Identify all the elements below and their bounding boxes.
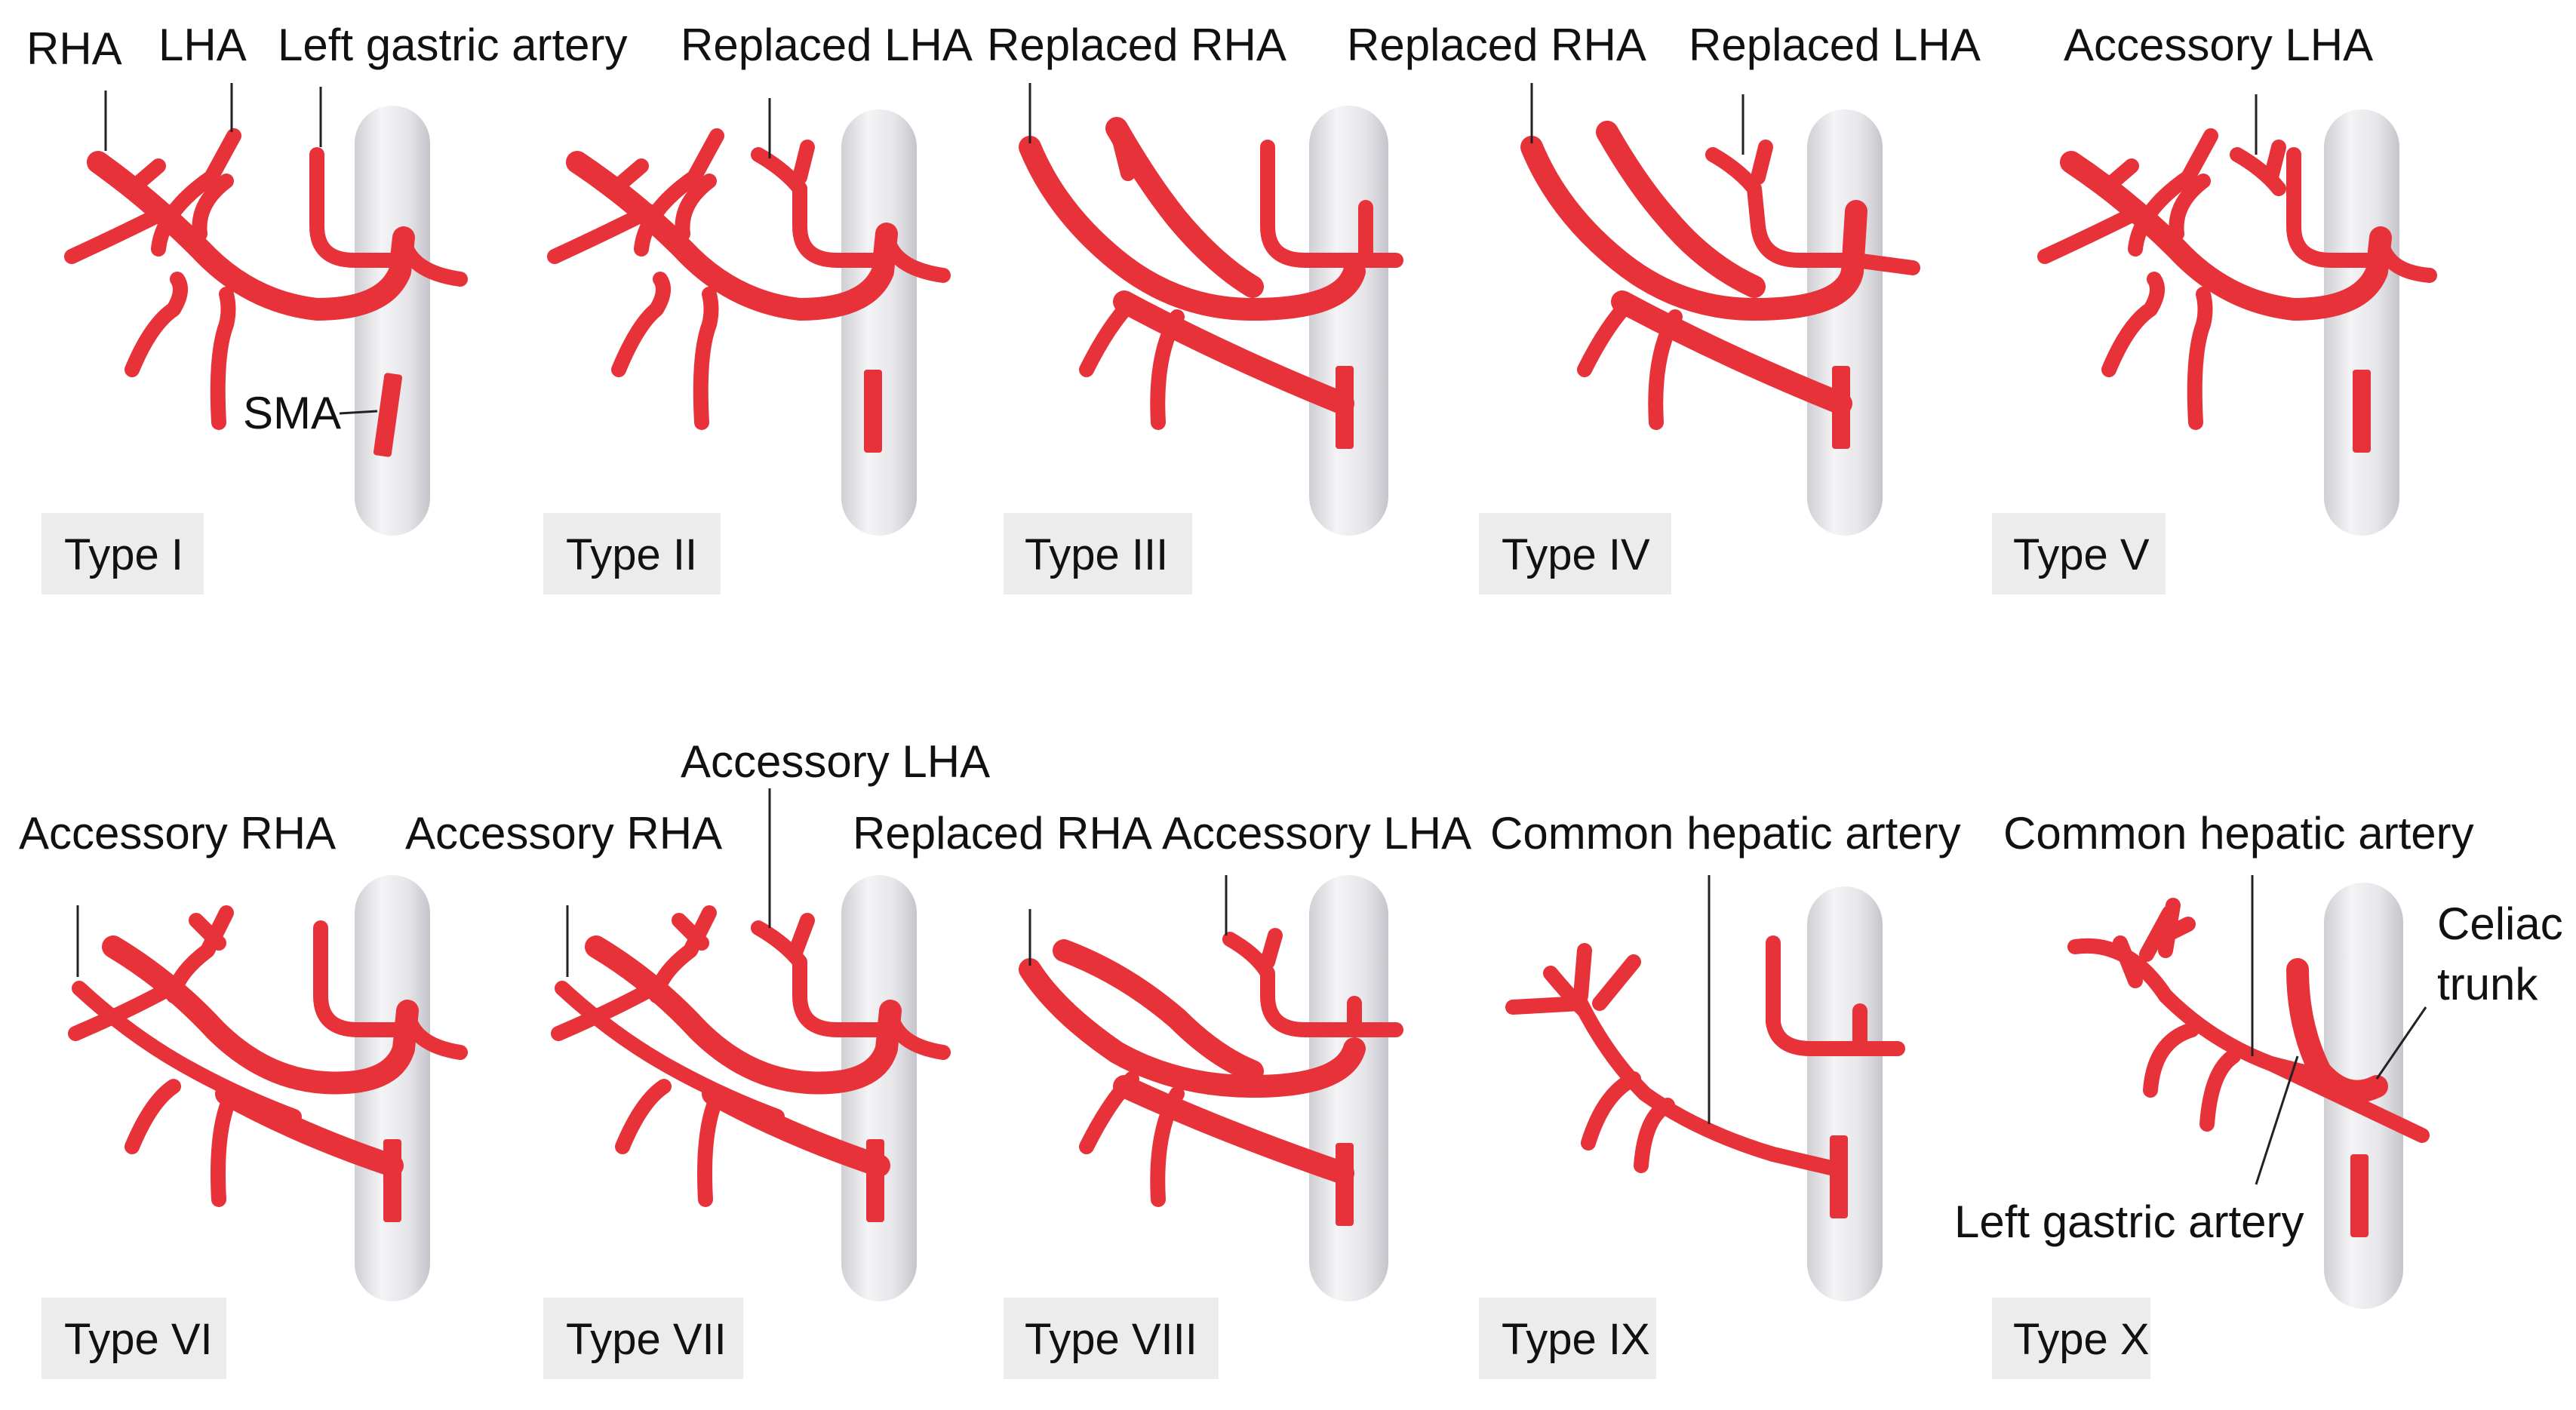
arteries [547,128,951,430]
arteries [1505,935,1905,1177]
label-replaced-rha: Replaced RHA [1347,20,1646,70]
label-lha: LHA [158,20,247,70]
label-trunk: trunk [2437,959,2538,1009]
type-label: Type VIII [1025,1315,1197,1364]
type-badge-bg [41,513,204,594]
type-label: Type IV [1502,530,1650,579]
arteries [1520,121,1920,430]
sma-stump [1830,1135,1848,1218]
label-common-hepatic-artery: Common hepatic artery [2003,808,2474,859]
type-label: Type III [1025,530,1168,579]
panel-type-6: Accessory RHA Type VI [19,808,468,1379]
type-badge-bg [1004,1298,1219,1379]
label-accessory-lha: Accessory LHA [681,736,990,787]
aorta [1309,106,1388,536]
type-label: Type VII [566,1315,727,1364]
type-label: Type V [2013,530,2150,579]
type-badge-bg [1992,513,2166,594]
sma-stump [1336,366,1354,449]
leader-left-gastric [2255,1055,2299,1185]
label-left-gastric-artery: Left gastric artery [1954,1197,2304,1247]
type-label: Type II [566,530,697,579]
panel-type-2: Replaced LHA Type II [543,20,973,594]
aorta [1807,109,1883,536]
panel-type-9: Common hepatic artery Type IX [1479,808,1961,1379]
arteries [68,905,468,1207]
aorta [1309,875,1388,1301]
aorta [841,109,917,536]
type-label: Type VI [64,1315,213,1364]
arteries [2067,898,2430,1143]
type-label: Type X [2013,1315,2150,1364]
label-sma: SMA [243,388,341,438]
aorta [2324,109,2399,536]
label-replaced-lha: Replaced LHA [1689,20,1981,70]
type-badge-bg [1479,1298,1656,1379]
sma-stump [373,373,403,457]
arteries [1019,928,1403,1207]
label-replaced-lha: Replaced LHA [681,20,973,70]
sma-stump [1336,1143,1354,1226]
sma-stump [866,1139,884,1222]
aorta [355,106,430,536]
sma-stump [2353,370,2371,453]
panel-type-10: Common hepatic artery Celiac trunk Left … [1954,808,2563,1379]
sma-stump [1832,366,1850,449]
label-accessory-lha: Accessory LHA [1162,808,1471,859]
label-replaced-rha: Replaced RHA [987,20,1286,70]
type-badge-bg [543,1298,743,1379]
arteries [2037,128,2437,430]
type-label: Type I [64,530,183,579]
type-badge-bg [1004,513,1192,594]
type-label: Type IX [1502,1315,1650,1364]
leader-sma [339,410,378,415]
type-badge-bg [1479,513,1671,594]
panel-type-4: Replaced RHA Replaced LHA Type IV [1347,20,1981,594]
label-left-gastric-artery: Left gastric artery [278,20,628,70]
panel-type-3: Replaced RHA Type III [987,20,1403,594]
label-accessory-rha: Accessory RHA [405,808,722,859]
label-accessory-lha: Accessory LHA [2064,20,2373,70]
panel-type-8: Replaced RHA Accessory LHA Type VIII [853,808,1471,1379]
type-badge-bg [1992,1298,2150,1379]
label-replaced-rha: Replaced RHA [853,808,1152,859]
arteries [551,905,951,1207]
label-rha: RHA [26,23,122,74]
arteries [64,128,468,430]
label-accessory-rha: Accessory RHA [19,808,336,859]
aorta [355,875,430,1301]
arteries [1019,117,1403,430]
label-common-hepatic-artery: Common hepatic artery [1490,808,1961,859]
label-celiac: Celiac [2437,899,2563,949]
aorta [1807,886,1883,1301]
aorta [841,875,917,1301]
sma-stump [864,370,882,453]
type-badge-bg [543,513,721,594]
panel-type-1: RHA LHA Left gastric artery SMA Type I [26,20,628,594]
panel-type-5: Accessory LHA Type V [1992,20,2437,594]
type-badge-bg [41,1298,226,1379]
leader-celiac-trunk [2375,1006,2427,1080]
sma-stump [383,1139,401,1222]
panel-type-7: Accessory RHA Accessory LHA Type VII [405,736,990,1379]
sma-stump [2350,1154,2369,1237]
